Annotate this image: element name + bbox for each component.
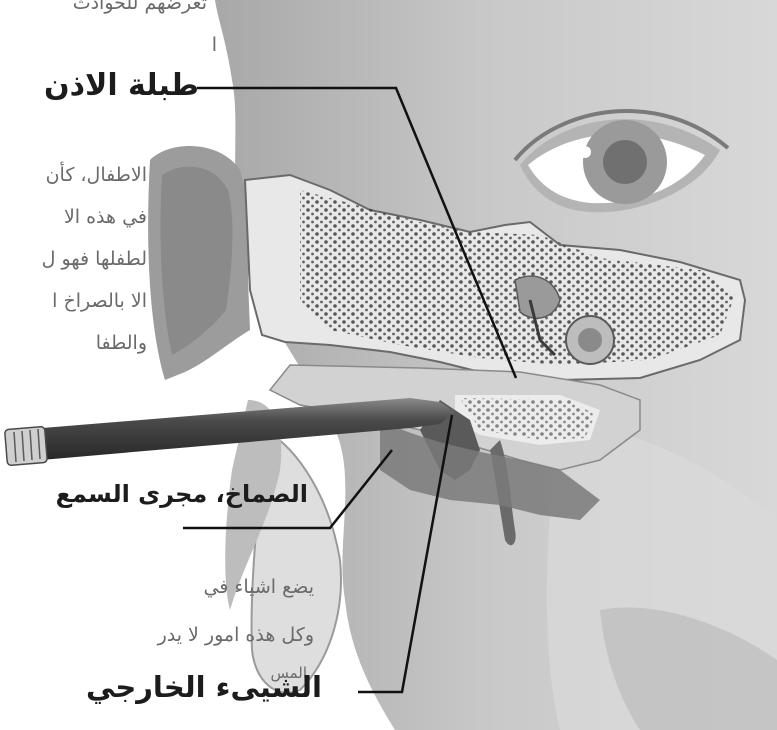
eardrum-label: طبلة الاذن [44, 68, 199, 103]
paragraph-fragment: يضع اشياء في [203, 578, 314, 597]
paragraph-fragment: والطفا [96, 334, 147, 353]
paragraph-fragment: في هذه الا [64, 208, 147, 227]
ear-canal-label: الصماخ، مجرى السمع [56, 480, 308, 508]
paragraph-fragment: تعرضهم للحوادث [73, 0, 207, 13]
paragraph-fragment: لطفلها فهو ل [42, 250, 147, 269]
paragraph-fragment: ا [212, 36, 217, 55]
paragraph-fragment: الا بالصراخ ا [52, 292, 147, 311]
paragraph-fragment: الاطفال، كأن [46, 166, 147, 185]
paragraph-fragment: وكل هذه امور لا يدر [158, 626, 314, 645]
foreign-object-label: الشيىء الخارجي [86, 670, 322, 704]
